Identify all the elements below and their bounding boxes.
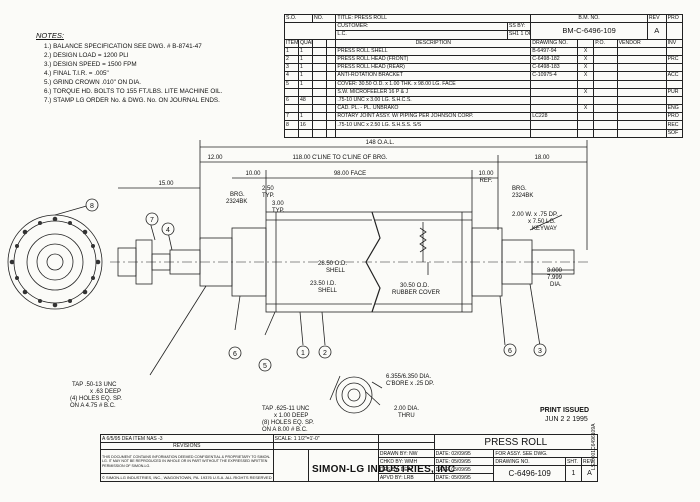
typ-300: 3.00 — [272, 201, 284, 207]
rev-letter: A — [580, 465, 599, 482]
thru-1: 2.00 DIA. — [394, 406, 419, 412]
keyway-2: x 7.50 LG. — [528, 219, 556, 225]
stamp-line-1: PRINT ISSUED — [540, 407, 589, 414]
note-item: 4.) FINAL T.I.R. = .005" — [44, 70, 109, 77]
company-logo: SIMON-LG INDUSTRIES, INC — [312, 464, 456, 475]
balloon-1: 1 — [301, 350, 305, 357]
note-item: 2.) DESIGN LOAD = 1200 PLI — [44, 52, 129, 59]
dim-18: 18.00 — [534, 155, 550, 161]
cover-label: RUBBER COVER — [392, 290, 441, 296]
rev-label: REV. — [580, 457, 599, 466]
note-item: 1.) BALANCE SPECIFICATION SEE DWG. # B-8… — [44, 43, 202, 50]
dim-10a: 10.00 — [245, 171, 261, 177]
shell-od: 28.50 O.D. — [318, 261, 347, 267]
balloon-3: 3 — [538, 348, 542, 355]
balloon-7: 7 — [150, 217, 154, 224]
dim-12: 12.00 — [207, 155, 223, 161]
tap1-b: x .63 DEEP — [90, 389, 121, 395]
typ-250-label: TYP. — [262, 193, 275, 199]
drawn-date: DATE: 02/09/95 — [433, 449, 495, 458]
tap2-d: ON A 8.00 # B.C. — [262, 427, 308, 433]
dim-oal: 148 O.A.L. — [366, 140, 395, 146]
brg-left-1: BRG. — [230, 192, 245, 198]
shell-id-label: SHELL — [318, 288, 338, 294]
title-block: A 6/5/95 DEA ITEM NAS -3 SCALE: 1 1/2"=1… — [100, 434, 599, 482]
note-item: 7.) STAMP LG ORDER No. & DWG. No. ON JOU… — [44, 97, 220, 104]
brg-right-1: BRG. — [512, 186, 527, 192]
shell-id: 23.50 I.D. — [310, 281, 336, 287]
balloon-4: 4 — [166, 227, 170, 234]
cbore-1: 6.355/6.350 DIA. — [386, 374, 431, 380]
dim-ref: REF. — [479, 178, 492, 184]
dia-label: DIA. — [550, 282, 562, 288]
tap1-d: ON A 4.75 # B.C. — [70, 403, 116, 409]
brg-left-2: 2324BK — [226, 199, 247, 205]
dia-8000: 8.000 — [547, 268, 563, 274]
dim-10b: 10.00 — [478, 171, 494, 177]
tap2-c: (8) HOLES EQ. SP. — [262, 420, 314, 426]
balloon-6: 6 — [233, 351, 237, 358]
for-assy: FOR ASSY. SEE DWG. — [493, 449, 598, 458]
title-block-title: PRESS ROLL — [433, 434, 599, 450]
drawing-no-label: DRAWING NO. — [493, 457, 566, 466]
keyway-3: KEYWAY — [532, 226, 557, 232]
dia-7999: 7.999 — [547, 275, 563, 281]
thru-2: THRU — [398, 413, 415, 419]
shell-od-label: SHELL — [326, 268, 346, 274]
approved-by: APVD BY: LRB — [377, 473, 435, 482]
tap2-b: x 1.00 DEEP — [274, 413, 308, 419]
balloon-5: 5 — [263, 363, 267, 370]
note-item: 3.) DESIGN SPEED = 1500 FPM — [44, 61, 137, 68]
revision-row: A 6/5/95 DEA ITEM NAS -3 — [100, 434, 274, 443]
stamp-line-2: JUN 2 2 1995 — [545, 416, 588, 423]
sheet-number: 1 — [565, 465, 582, 482]
drawn-by: DRAWN BY: NW — [377, 449, 435, 458]
typ-250: 2.50 — [262, 186, 274, 192]
notes-heading: NOTES: — [36, 31, 64, 40]
keyway-1: 2.00 W. x .75 DP. — [512, 212, 558, 218]
note-item: 6.) TORQUE HD. BOLTS TO 155 FT./LBS. LIT… — [44, 88, 223, 95]
brg-right-2: 2324BK — [512, 193, 533, 199]
balloon-2: 2 — [323, 350, 327, 357]
tap1-c: (4) HOLES EQ. SP. — [70, 396, 122, 402]
typ-300-label: TYP. — [272, 208, 285, 214]
tap2-a: TAP .625-11 UNC — [262, 406, 310, 412]
confidential-note: THIS DOCUMENT CONTAINS INFORMATION DEEME… — [100, 449, 274, 474]
balloon-6b: 6 — [508, 348, 512, 355]
tap1-a: TAP .50-13 UNC — [72, 382, 117, 388]
dim-face: 98.00 FACE — [334, 171, 366, 177]
bill-of-materials: S.O. NO. TITLE: PRESS ROLL B.M. NO. REV … — [283, 13, 684, 138]
note-item: 5.) GRIND CROWN .010" ON DIA. — [44, 79, 142, 86]
balloon-8: 8 — [90, 203, 94, 210]
approved-date: DATE: 05/09/95 — [433, 473, 495, 482]
dim-brg: 118.00 C'LINE TO C'LINE OF BRG. — [293, 155, 388, 161]
copyright: © SIMON-LG INDUSTRIES, INC., WAGONTOWN, … — [100, 473, 274, 482]
dim-15: 15.00 — [158, 181, 174, 187]
revisions-label: REVISIONS — [100, 442, 274, 450]
cover-od: 30.50 O.D. — [400, 283, 429, 289]
scale: SCALE: 1 1/2"=1'-0" — [272, 434, 379, 443]
cbore-2: C'BORE x .25 DP. — [386, 381, 434, 387]
sht-label: SHT. — [565, 457, 582, 466]
drawing-number: C-6496-109 — [493, 465, 566, 482]
